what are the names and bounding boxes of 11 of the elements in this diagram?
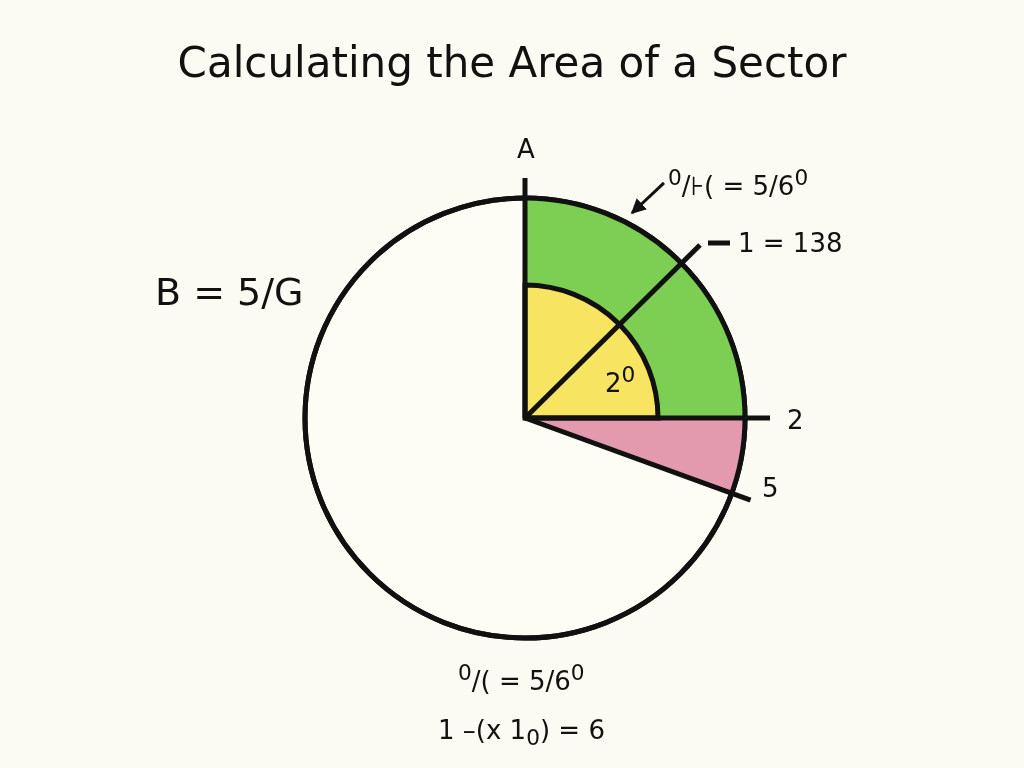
formula-label: $^{0}$/⊦( = 5/6$^{0}$ [668, 165, 809, 201]
title: Calculating the Area of a Sector [176, 38, 848, 87]
angle-label: 2$^{0}$ [605, 362, 636, 398]
arrow [630, 181, 666, 215]
formula-label: 1 –(x 1$_{0}$) = 6 [438, 715, 605, 751]
point-label: A [517, 134, 535, 164]
formula-label: $^{0}$/( = 5/6$^{0}$ [458, 660, 585, 696]
formula-label: 1 = 138 [738, 228, 843, 258]
point-label: 2 [787, 405, 804, 435]
point-label: 5 [762, 473, 779, 503]
formula-label: B = 5/G [155, 270, 304, 314]
